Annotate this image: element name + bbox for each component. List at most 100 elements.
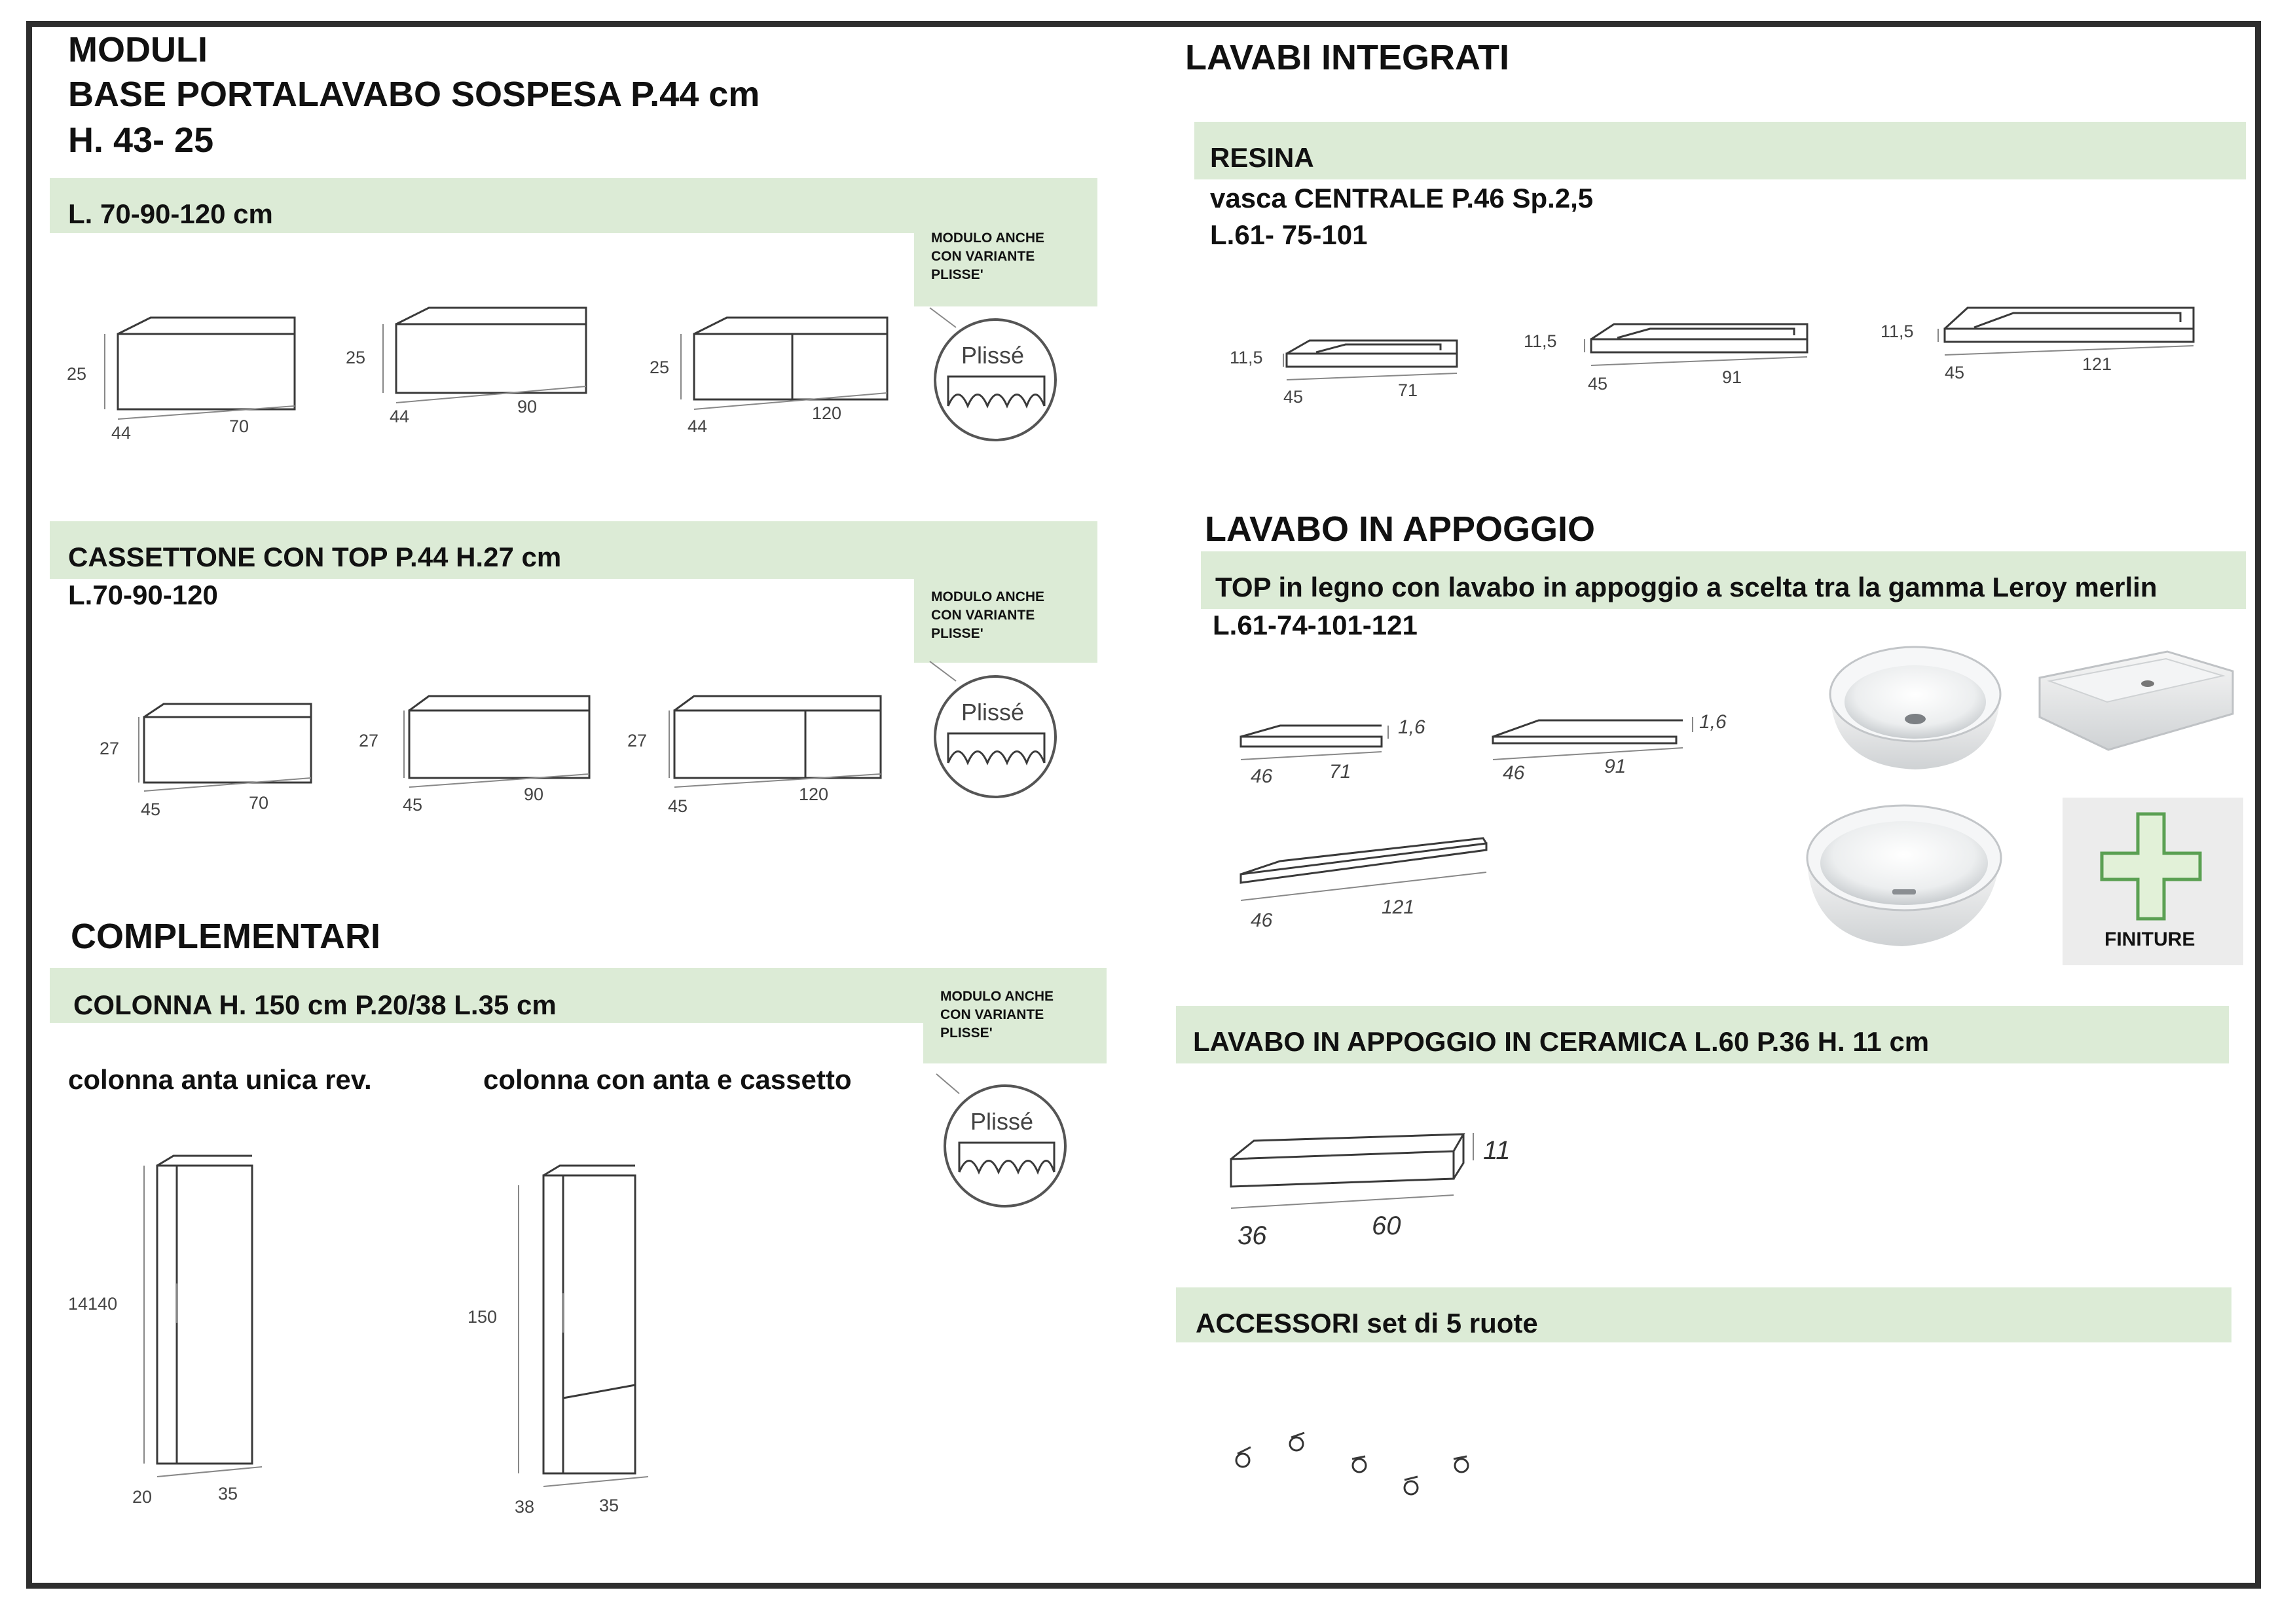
resina-121-h: 11,5: [1881, 322, 1914, 341]
cabinet-70-d: 44: [111, 423, 131, 443]
ruota-4: [1403, 1475, 1419, 1496]
resina-121-d: 45: [1945, 363, 1964, 382]
cabinet-70-h: 25: [67, 364, 86, 384]
colonna-anta-cassetto-drawing: 150 38 35: [468, 1164, 649, 1517]
cabinet-90-h: 25: [346, 348, 365, 367]
resina-band: [1194, 122, 2246, 179]
accessori-band: [1176, 1287, 2231, 1342]
colonna2-w: 35: [599, 1496, 619, 1515]
resina-91-w: 91: [1722, 367, 1742, 387]
resina-widths: L.61- 75-101: [1210, 219, 1368, 250]
round-basin-photo: [1829, 646, 2002, 769]
cassettone-120-w: 120: [799, 784, 828, 804]
resina-71-d: 45: [1283, 387, 1303, 407]
ruota-1: [1235, 1446, 1251, 1468]
resina-91-h: 11,5: [1524, 331, 1557, 351]
colonna2-h: 150: [468, 1307, 497, 1327]
cassettone-70: 27 45 70: [100, 703, 312, 819]
ruota-2: [1289, 1431, 1305, 1452]
moduli-cabinet-drawings: 25 44 70 25 44 90 25 44 120: [67, 306, 889, 443]
cassettone-band: [50, 521, 1097, 579]
top-91-w: 91: [1604, 756, 1626, 777]
cassettone-90-w: 90: [524, 784, 543, 804]
lavabo-appoggio-band: [1201, 551, 2246, 609]
moduli-widths-band: [50, 178, 1097, 233]
top-121: 46 121: [1239, 837, 1488, 931]
top-91-h: 1,6: [1699, 711, 1727, 733]
colonna1-d: 20: [132, 1487, 152, 1507]
resina-91-d: 45: [1588, 374, 1607, 394]
cassettone-70-w: 70: [249, 793, 268, 813]
cassettone-widths: L.70-90-120: [68, 580, 218, 610]
top-71-w: 71: [1329, 761, 1351, 783]
cabinet-120: 25 44 120: [650, 316, 889, 436]
page-frame: [26, 21, 2261, 1589]
colonna-plisse-label: Plissé: [970, 1108, 1033, 1135]
colonna-anta-unica-drawing: 14140 20 35: [68, 1154, 263, 1507]
moduli-heading: MODULI: [68, 30, 208, 69]
ruota-3: [1351, 1455, 1367, 1473]
moduli-plisse-label: Plissé: [961, 342, 1024, 369]
resina-71-h: 11,5: [1230, 348, 1263, 367]
cabinet-90-w: 90: [517, 397, 537, 416]
rectangular-basin-photo: [2038, 650, 2234, 751]
oval-basin-photo: [1806, 804, 2002, 946]
colonna-anta-unica-label: colonna anta unica rev.: [68, 1064, 372, 1095]
moduli-plisse-badge: Plissé: [929, 307, 1057, 441]
cabinet-120-h: 25: [650, 358, 669, 377]
ceramica-w: 60: [1372, 1211, 1401, 1240]
moduli-note-band: [914, 233, 1097, 306]
top-71-d: 46: [1251, 766, 1273, 787]
base-portalavabo-title: BASE PORTALAVABO SOSPESA P.44 cm: [68, 75, 760, 114]
colonna1-h: 14140: [68, 1294, 117, 1314]
resina-drawings: 11,5 45 71 11,5 45 91 11,5 45 121: [1230, 306, 2195, 407]
cabinet-70: 25 44 70: [67, 316, 296, 443]
cassettone-70-d: 45: [141, 800, 160, 819]
ruote-set-drawing: [1235, 1431, 1469, 1496]
top-legno-drawings: 1,6 46 71 1,6 46 91 46 121: [1239, 711, 1727, 931]
cabinet-120-d: 44: [688, 416, 707, 436]
cassettone-120-d: 45: [668, 796, 688, 816]
colonna-anta-cassetto-label: colonna con anta e cassetto: [483, 1064, 852, 1095]
top-71: 1,6 46 71: [1239, 716, 1425, 787]
ceramica-drawing: 11 36 60: [1230, 1133, 1511, 1250]
accessori-title: ACCESSORI set di 5 ruote: [1196, 1308, 1538, 1338]
resina-121: 11,5 45 121: [1881, 306, 2195, 382]
ceramica-title: LAVABO IN APPOGGIO IN CERAMICA L.60 P.36…: [1193, 1026, 1930, 1057]
cassettone-title: CASSETTONE CON TOP P.44 H.27 cm: [68, 542, 562, 572]
resina-121-w: 121: [2082, 354, 2112, 374]
lavabo-appoggio-widths: L.61-74-101-121: [1213, 610, 1418, 640]
top-121-w: 121: [1382, 896, 1414, 918]
resina-91: 11,5 45 91: [1524, 323, 1808, 394]
cassettone-120-h: 27: [627, 731, 647, 750]
vasca-centrale-line: vasca CENTRALE P.46 Sp.2,5: [1210, 183, 1594, 213]
cabinet-90-d: 44: [390, 407, 409, 426]
cassettone-70-h: 27: [100, 739, 119, 758]
moduli-widths-label: L. 70-90-120 cm: [68, 198, 273, 229]
cabinet-120-w: 120: [812, 403, 841, 423]
top-91-d: 46: [1503, 762, 1525, 784]
cassettone-90-d: 45: [403, 795, 422, 815]
finiture-label: FINITURE: [2104, 929, 2195, 950]
finiture-cross-icon: [2100, 812, 2202, 921]
moduli-variant-note: MODULO ANCHE CON VARIANTE PLISSE': [931, 231, 1045, 282]
cabinet-90: 25 44 90: [346, 306, 587, 426]
colonna-variant-note: MODULO ANCHE CON VARIANTE PLISSE': [940, 989, 1054, 1041]
top-legno-line: TOP in legno con lavabo in appoggio a sc…: [1215, 572, 2157, 602]
cassettone-drawings: 27 45 70 27 45 90 27 45 120: [100, 695, 882, 819]
cassettone-90-h: 27: [359, 731, 378, 750]
lavabo-appoggio-heading: LAVABO IN APPOGGIO: [1205, 509, 1596, 549]
complementari-heading: COMPLEMENTARI: [71, 917, 380, 956]
cassettone-120: 27 45 120: [627, 695, 882, 816]
cassettone-plisse-label: Plissé: [961, 699, 1024, 726]
top-71-h: 1,6: [1398, 716, 1425, 738]
cabinet-70-w: 70: [229, 416, 249, 436]
ruota-5: [1453, 1455, 1469, 1473]
resina-71: 11,5 45 71: [1230, 339, 1458, 407]
top-91: 1,6 46 91: [1492, 711, 1727, 784]
resina-71-w: 71: [1398, 380, 1418, 400]
cassettone-plisse-badge: Plissé: [929, 661, 1057, 798]
colonna-title: COLONNA H. 150 cm P.20/38 L.35 cm: [73, 989, 557, 1020]
colonna-plisse-badge: Plissé: [936, 1073, 1067, 1208]
ceramica-h: 11: [1483, 1136, 1511, 1165]
